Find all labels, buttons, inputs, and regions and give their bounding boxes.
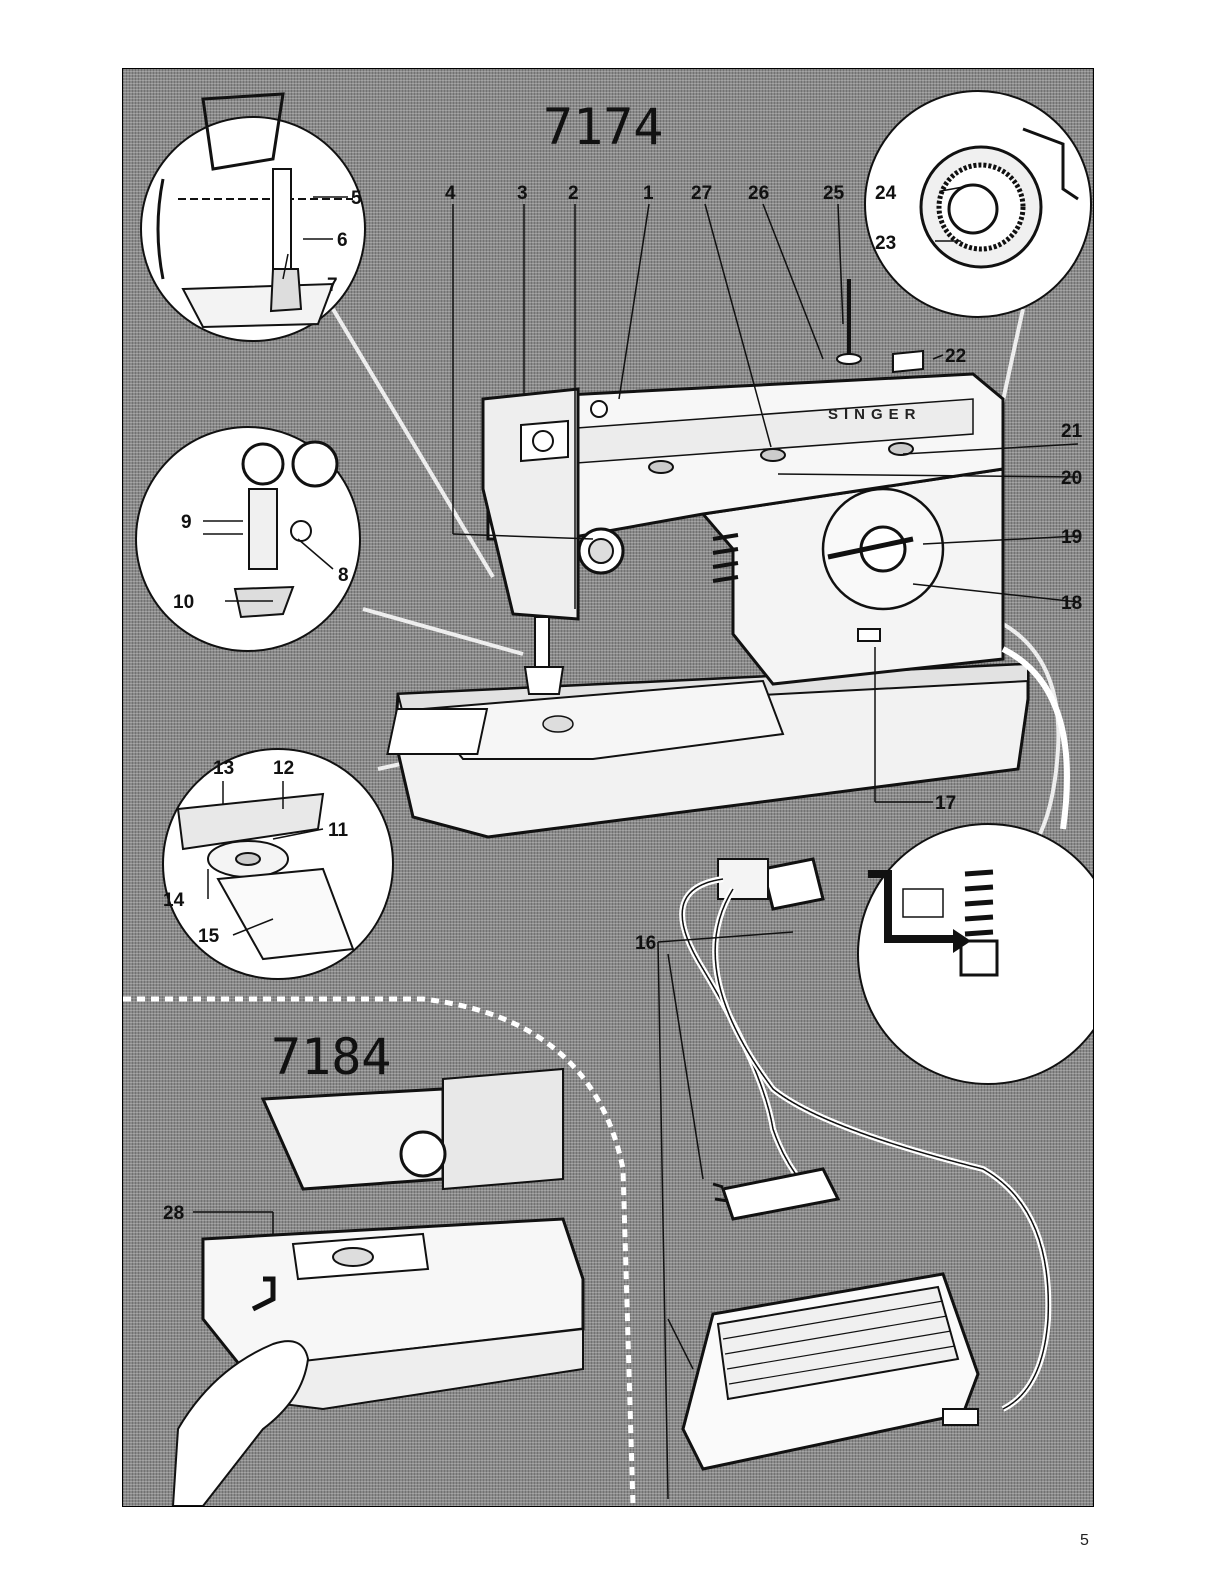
sewing-machine-7184 xyxy=(173,1069,583,1506)
label-28: 28 xyxy=(163,1203,184,1224)
label-18: 18 xyxy=(1061,593,1082,614)
label-11: 11 xyxy=(328,820,349,841)
label-16: 16 xyxy=(635,933,656,954)
callout-line xyxy=(363,609,523,654)
label-23: 23 xyxy=(875,233,896,254)
label-13: 13 xyxy=(213,758,234,779)
label-19: 19 xyxy=(1061,527,1082,548)
label-20: 20 xyxy=(1061,468,1082,489)
bottom-model-title: 7184 xyxy=(271,1028,391,1086)
label-24: 24 xyxy=(875,183,897,204)
label-21: 21 xyxy=(1061,421,1083,442)
top-model-title: 7174 xyxy=(543,98,663,156)
label-9: 9 xyxy=(181,512,192,533)
label-7: 7 xyxy=(327,275,338,296)
label-17: 17 xyxy=(935,793,956,814)
brand-label: SINGER xyxy=(828,406,922,423)
label-2: 2 xyxy=(568,183,579,204)
illustration-panel: 7174 7184 xyxy=(122,68,1094,1507)
label-27: 27 xyxy=(691,183,712,204)
label-15: 15 xyxy=(198,926,220,947)
label-12: 12 xyxy=(273,758,294,779)
label-1: 1 xyxy=(643,183,654,204)
label-8: 8 xyxy=(338,565,349,586)
machine-diagram: 7174 7184 xyxy=(123,69,1093,1506)
label-14: 14 xyxy=(163,890,185,911)
detail-presser-foot xyxy=(141,94,365,341)
label-5: 5 xyxy=(351,188,362,209)
page-number: 5 xyxy=(1080,1532,1089,1550)
label-10: 10 xyxy=(173,592,194,613)
label-25: 25 xyxy=(823,183,845,204)
detail-power-socket xyxy=(858,824,1093,1084)
label-22: 22 xyxy=(945,346,966,367)
detail-hand-wheel xyxy=(865,91,1091,317)
label-26: 26 xyxy=(748,183,769,204)
label-6: 6 xyxy=(337,230,348,251)
label-4: 4 xyxy=(445,183,456,204)
detail-needle-clamp xyxy=(136,427,360,651)
foot-controller xyxy=(683,1274,978,1469)
label-3: 3 xyxy=(517,183,528,204)
